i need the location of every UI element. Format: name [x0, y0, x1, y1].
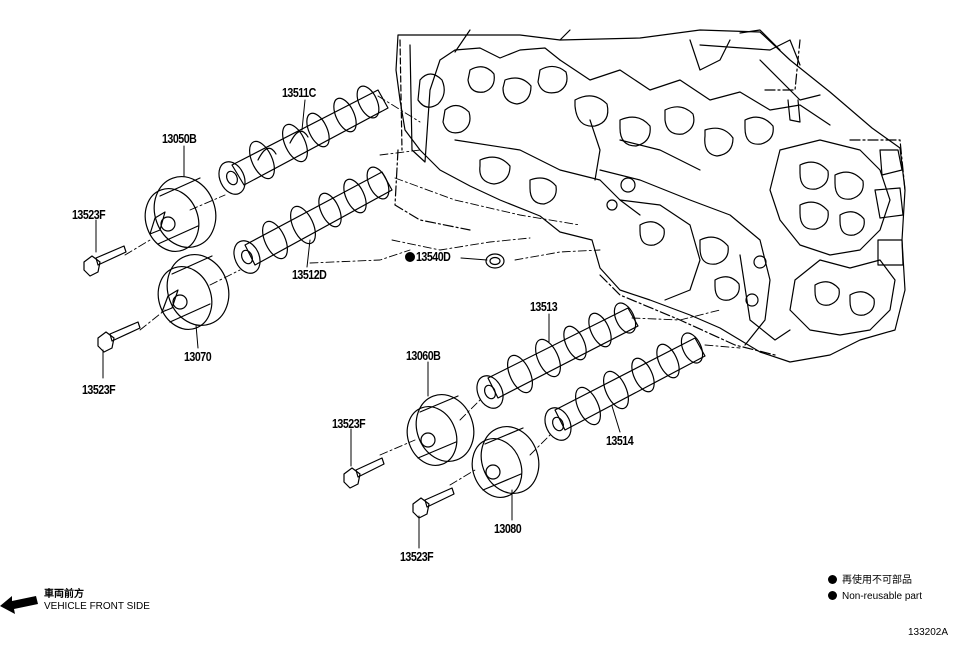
part-label-13080: 13080 [494, 521, 522, 536]
legend-dot-icon [828, 575, 837, 584]
legend-row-en: Non-reusable part [828, 591, 922, 603]
part-label-13523f-d: 13523F [400, 549, 434, 564]
legend-text-en: Non-reusable part [842, 591, 923, 602]
camshaft-13511c [218, 85, 389, 195]
legend-text-jp: 再使用不可部品 [842, 575, 912, 586]
assembly-guide-lines [124, 95, 741, 486]
bolt-13523f-b [97, 321, 141, 353]
part-label-13513: 13513 [530, 299, 558, 314]
legend-dot-icon [828, 591, 837, 600]
part-label-13514: 13514 [606, 433, 634, 448]
part-label-13512d: 13512D [292, 267, 327, 282]
bolt-13523f-a [83, 245, 127, 277]
legend-row-jp: 再使用不可部品 [828, 575, 912, 587]
bolt-13523f-c [343, 457, 385, 489]
leader-lines [95, 99, 621, 549]
cam-gear-13080 [471, 426, 540, 498]
vehicle-front-label-jp: 車両前方 [44, 589, 84, 600]
vehicle-front-arrow-icon [0, 596, 38, 614]
bolt-13523f-d [412, 487, 455, 519]
camshaft-13514 [544, 332, 706, 441]
cam-gear-13070 [157, 254, 230, 330]
part-label-13540d: 13540D [416, 249, 451, 264]
part-label-13060b: 13060B [406, 348, 441, 363]
cylinder-head-block [394, 29, 906, 363]
part-label-13523f-b: 13523F [82, 382, 116, 397]
cam-gear-13060b [406, 394, 475, 466]
camshaft-13512d [233, 166, 393, 274]
part-label-13050b: 13050B [162, 131, 197, 146]
vehicle-front-label-en: VEHICLE FRONT SIDE [44, 601, 150, 612]
oring-13540d [485, 253, 505, 269]
figure-id: 133202A [908, 627, 949, 638]
part-label-13523f-c: 13523F [332, 416, 366, 431]
part-label-13070: 13070 [184, 349, 212, 364]
part-label-13511c: 13511C [282, 85, 316, 100]
part-label-13523f-a: 13523F [72, 207, 106, 222]
camshaft-13513 [476, 302, 639, 409]
cam-gear-13050b [144, 176, 217, 252]
non-reusable-dot-13540d [405, 252, 415, 262]
